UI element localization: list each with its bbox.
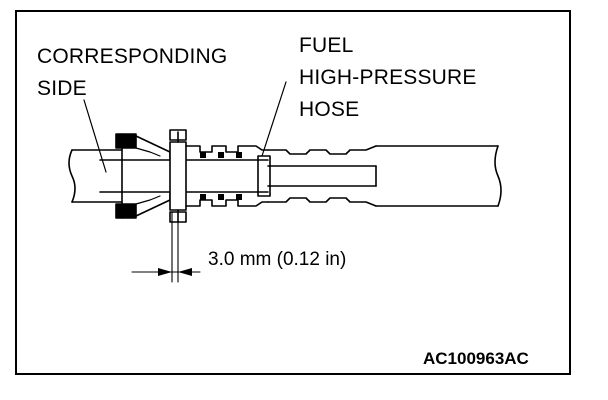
nut-left-bottom (115, 203, 137, 219)
crimp-top (267, 145, 377, 155)
crimp-bottom (267, 197, 377, 207)
label-fuel-hose-line1: FUEL (299, 34, 354, 57)
label-corresponding-side-line1: CORRESPONDING (37, 45, 228, 68)
pipe-left-break (68, 149, 76, 203)
label-fuel-hose-line3: HOSE (299, 98, 360, 121)
leader-fuel-hose (261, 81, 287, 157)
hose-right-break (494, 145, 502, 207)
figure-code: AC100963AC (423, 349, 529, 368)
label-fuel-hose-line2: HIGH-PRESSURE (299, 66, 477, 89)
collar (169, 141, 187, 211)
dim-arrow-right (178, 268, 192, 276)
nut-left-top (115, 133, 137, 149)
flare-bottom (135, 191, 171, 217)
dim-arrow-left (158, 268, 172, 276)
label-corresponding-side-line2: SIDE (37, 77, 87, 100)
flare-top (135, 135, 171, 161)
fitting-top (185, 145, 269, 153)
pipe-end (257, 155, 271, 197)
label-dimension: 3.0 mm (0.12 in) (208, 249, 347, 270)
leader-corresponding-side (83, 99, 107, 173)
fitting-bottom (185, 199, 269, 207)
